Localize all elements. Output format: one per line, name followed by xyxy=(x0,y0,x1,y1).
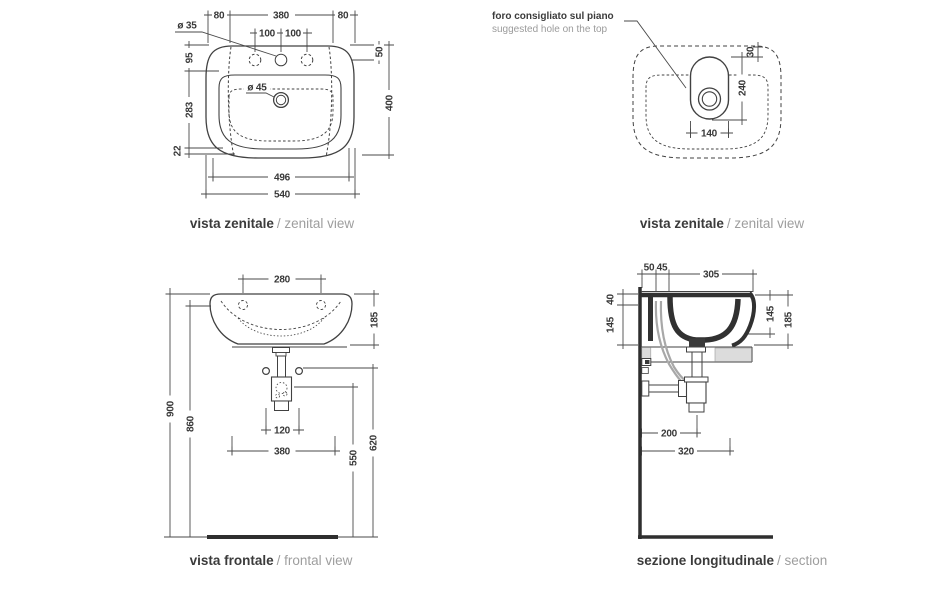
fixing-hole-left xyxy=(262,367,271,376)
waste-fitting xyxy=(689,338,705,347)
view-zenital-right: 30 240 140 xyxy=(624,20,782,159)
view-zenital-left: 80 380 80 100 100 ø 35 ø 45 95 283 22 50… xyxy=(173,9,396,201)
caption-zenital-right: vista zenitale/ zenital view xyxy=(640,216,804,231)
dim-50: 50 xyxy=(375,46,386,57)
caption-frontal: vista frontale/ frontal view xyxy=(190,553,353,568)
siphon-section xyxy=(641,376,709,413)
dim-380: 380 xyxy=(273,11,290,22)
dim-305: 305 xyxy=(703,270,720,281)
dim-280: 280 xyxy=(274,275,291,286)
dim-dia-35: ø 35 xyxy=(177,21,197,32)
faucet-hole-left xyxy=(248,53,262,67)
dim-496: 496 xyxy=(274,173,291,184)
siphon-front xyxy=(270,347,293,411)
view-frontal: 280 185 900 860 120 380 550 620 xyxy=(164,273,381,539)
dim-400: 400 xyxy=(385,94,396,111)
view-section: 50 45 305 40 145 145 185 200 320 xyxy=(606,263,795,539)
dim-140: 140 xyxy=(701,129,718,140)
dim-860: 860 xyxy=(186,415,197,432)
dim-40: 40 xyxy=(606,294,617,305)
caption-light: / zenital view xyxy=(276,216,355,231)
dim-145-left: 145 xyxy=(606,316,617,333)
dim-50-section: 50 xyxy=(644,263,655,274)
angle-valve xyxy=(641,358,652,374)
dim-620: 620 xyxy=(369,434,380,451)
dim-240: 240 xyxy=(738,79,749,96)
dim-80-left: 80 xyxy=(214,11,225,22)
fixing-hole-right xyxy=(295,367,304,376)
faucet-hole-right xyxy=(300,53,314,67)
dim-540: 540 xyxy=(274,190,291,201)
caption-light: / frontal view xyxy=(276,553,353,568)
caption-light: / section xyxy=(776,553,828,568)
dim-100-left: 100 xyxy=(259,29,276,40)
dim-120: 120 xyxy=(274,426,291,437)
counter-block-right xyxy=(714,347,752,362)
dim-185-section: 185 xyxy=(784,311,795,328)
dim-900: 900 xyxy=(166,400,177,417)
caption-section: sezione longitudinale/ section xyxy=(637,553,828,568)
basin-inner-rim xyxy=(218,74,342,150)
note-line-english: suggested hole on the top xyxy=(492,23,608,35)
caption-zenital-left: vista zenitale/ zenital view xyxy=(190,216,354,231)
basin-outline-front-view xyxy=(209,293,353,345)
dim-80-right: 80 xyxy=(338,11,349,22)
hidden-hole-right xyxy=(316,300,326,310)
dim-95: 95 xyxy=(185,52,196,63)
dim-145-right: 145 xyxy=(766,305,777,322)
caption-bold: vista zenitale xyxy=(639,216,724,231)
basin-section-profile xyxy=(641,290,757,348)
tap-hole xyxy=(697,87,722,111)
hidden-hole-left xyxy=(238,300,248,310)
dim-200: 200 xyxy=(661,429,678,440)
caption-bold: vista frontale xyxy=(189,553,274,568)
faucet-hole-center xyxy=(274,53,288,67)
caption-light: / zenital view xyxy=(726,216,805,231)
basin-hidden-outline xyxy=(632,45,782,159)
note-leader-line xyxy=(624,20,687,89)
dim-30: 30 xyxy=(746,46,757,57)
dim-185-front: 185 xyxy=(370,311,381,328)
suggested-hole-note: foro consigliato sul piano suggested hol… xyxy=(492,11,614,36)
supply-hose xyxy=(659,300,687,382)
dim-22: 22 xyxy=(173,145,184,156)
dim-320: 320 xyxy=(678,447,695,458)
dim-283: 283 xyxy=(185,101,196,118)
caption-bold: vista zenitale xyxy=(189,216,274,231)
dim-100-right: 100 xyxy=(285,29,302,40)
dim-dia-45: ø 45 xyxy=(247,83,267,94)
caption-bold: sezione longitudinale xyxy=(636,553,774,568)
supply-hose xyxy=(654,300,683,383)
dim-380-front: 380 xyxy=(274,447,291,458)
dim-550: 550 xyxy=(349,449,360,466)
dim-45-section: 45 xyxy=(657,263,668,274)
drain-hole xyxy=(272,91,290,109)
note-line-italian: foro consigliato sul piano xyxy=(492,11,614,22)
basin-outline-top-view xyxy=(205,45,355,159)
